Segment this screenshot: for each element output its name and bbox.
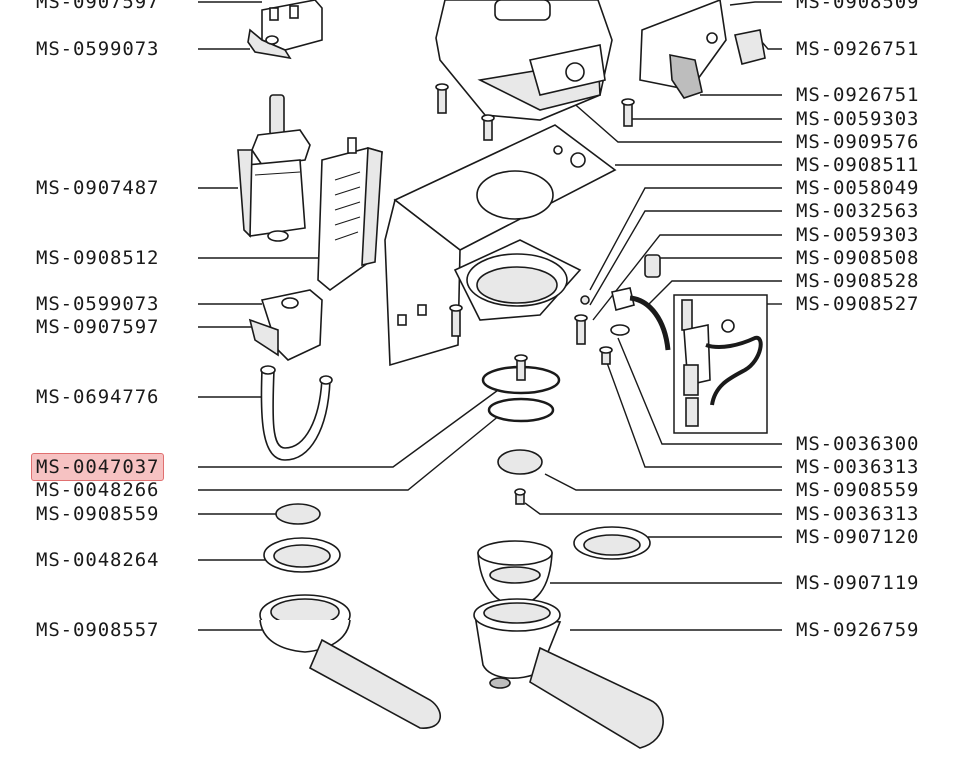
part-label-left-7[interactable]: MS-0694776 <box>36 386 160 408</box>
part-label-right-5[interactable]: MS-0909576 <box>796 131 920 153</box>
portafilter-right <box>473 598 664 749</box>
part-label-right-13[interactable]: MS-0036300 <box>796 433 920 455</box>
steam-wand-kit <box>673 294 768 434</box>
part-label-right-8[interactable]: MS-0032563 <box>796 200 920 222</box>
steam-pipe <box>610 254 671 351</box>
small-screen-filter <box>275 503 321 525</box>
part-label-left-12[interactable]: MS-0908557 <box>36 619 160 641</box>
part-label-left-8-highlighted[interactable]: MS-0047037 <box>31 453 165 481</box>
u-shaped-hose <box>260 365 333 461</box>
switch-assembly <box>639 0 766 99</box>
shower-screen <box>497 449 543 505</box>
filter-basket-small <box>263 537 341 573</box>
filter-cup <box>477 540 553 606</box>
part-label-right-9[interactable]: MS-0059303 <box>796 224 920 246</box>
part-label-left-5[interactable]: MS-0599073 <box>36 293 160 315</box>
solenoid-valve <box>237 94 311 242</box>
part-label-right-11[interactable]: MS-0908528 <box>796 270 920 292</box>
part-label-right-18[interactable]: MS-0907119 <box>796 572 920 594</box>
part-label-left-11[interactable]: MS-0048264 <box>36 549 160 571</box>
part-label-right-17[interactable]: MS-0907120 <box>796 526 920 548</box>
part-label-right-19[interactable]: MS-0926759 <box>796 619 920 641</box>
part-label-right-12[interactable]: MS-0908527 <box>796 293 920 315</box>
part-label-right-2[interactable]: MS-0926751 <box>796 38 920 60</box>
part-label-left-1[interactable]: MS-0907597 <box>36 0 160 13</box>
portafilter-left <box>259 594 441 729</box>
part-label-right-3[interactable]: MS-0926751 <box>796 84 920 106</box>
screws-upper <box>435 83 635 141</box>
part-label-right-6[interactable]: MS-0908511 <box>796 154 920 176</box>
heater-block <box>317 137 383 292</box>
part-label-left-3[interactable]: MS-0907487 <box>36 177 160 199</box>
part-label-right-7[interactable]: MS-0058049 <box>796 177 920 199</box>
leader-lines <box>198 1 782 631</box>
filter-basket-large <box>573 526 651 560</box>
gasket-rings <box>481 354 561 423</box>
part-label-right-1[interactable]: MS-0908509 <box>796 0 920 13</box>
part-label-left-4[interactable]: MS-0908512 <box>36 247 160 269</box>
mounting-bracket-top <box>247 0 323 60</box>
part-label-left-2[interactable]: MS-0599073 <box>36 38 160 60</box>
pump-body <box>435 0 613 121</box>
part-label-left-6[interactable]: MS-0907597 <box>36 316 160 338</box>
part-label-left-9[interactable]: MS-0048266 <box>36 479 160 501</box>
mounting-bracket-middle <box>248 289 323 361</box>
screws-lower <box>449 295 613 365</box>
part-label-right-4[interactable]: MS-0059303 <box>796 108 920 130</box>
mounting-plate <box>384 124 617 367</box>
group-head <box>453 239 582 321</box>
part-label-right-14[interactable]: MS-0036313 <box>796 456 920 478</box>
part-label-right-15[interactable]: MS-0908559 <box>796 479 920 501</box>
part-label-left-10[interactable]: MS-0908559 <box>36 503 160 525</box>
part-label-right-16[interactable]: MS-0036313 <box>796 503 920 525</box>
part-label-right-10[interactable]: MS-0908508 <box>796 247 920 269</box>
